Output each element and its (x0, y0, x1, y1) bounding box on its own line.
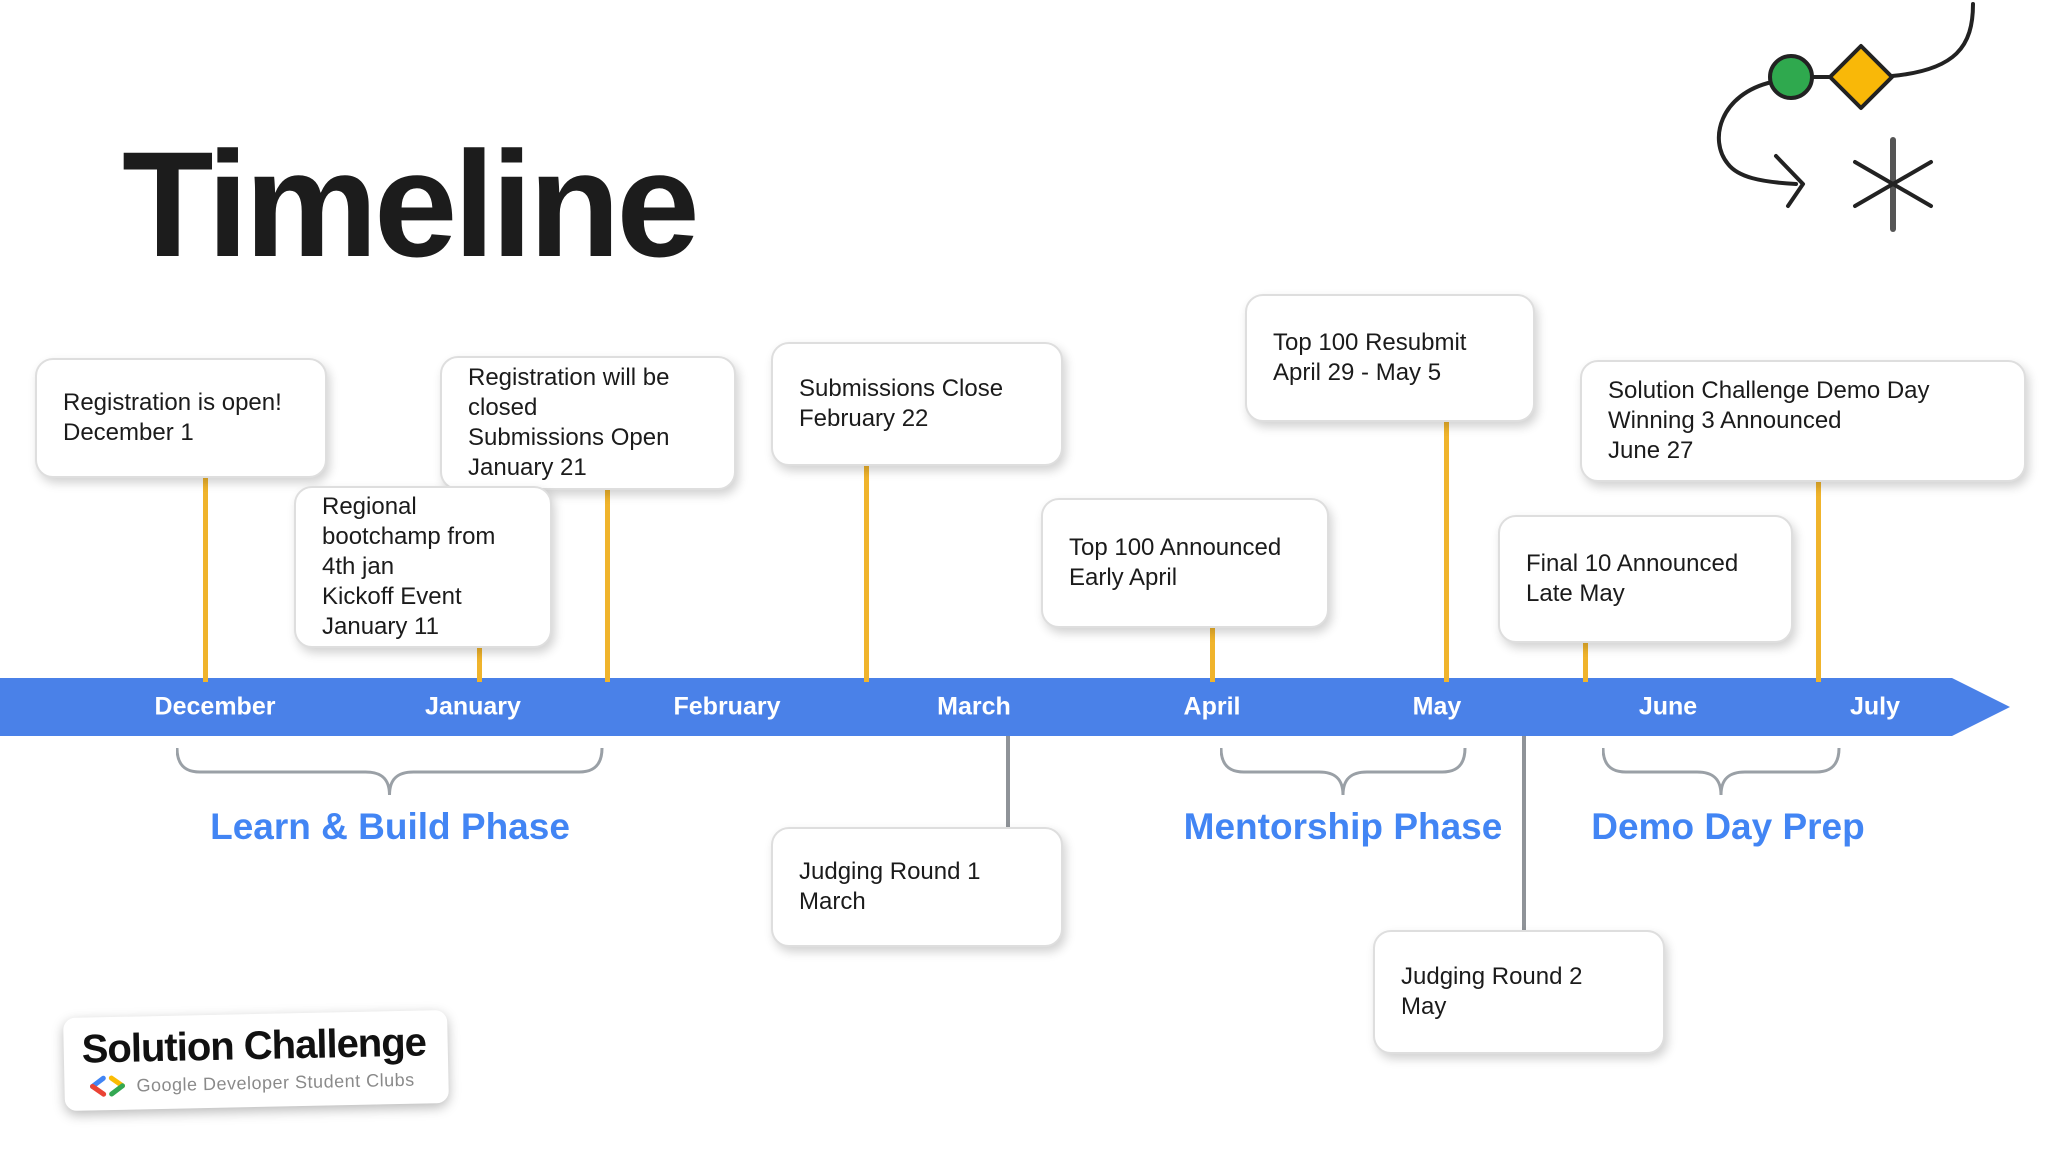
month-label-july: July (1849, 692, 1901, 721)
gdsc-brackets-icon (90, 1075, 126, 1097)
brace-path (1602, 748, 1841, 796)
month-label-june: June (1638, 692, 1698, 721)
connector-registration-open (203, 478, 208, 682)
connector-judging-round-1 (1006, 736, 1010, 827)
phase-brace-mentorship (1220, 748, 1467, 796)
timeline-bar: December January February March April May June… (0, 678, 2010, 736)
brace-path (176, 748, 604, 796)
event-box-judging-round-1: Judging Round 1 March (771, 827, 1063, 947)
logo-title: Solution Challenge (81, 1020, 427, 1072)
event-text-line: June 27 (1608, 437, 1694, 464)
event-text-line: Submissions Close (799, 375, 1004, 402)
event-text-line: Final 10 Announced (1526, 550, 1739, 577)
event-box-registration-open: Registration is open! December 1 (35, 358, 327, 478)
event-text-line: 4th jan (322, 553, 395, 580)
event-text-line: February 22 (799, 405, 929, 432)
event-text-line: Regional (322, 493, 417, 520)
brace-path (1220, 748, 1467, 796)
event-text-line: Top 100 Announced (1069, 534, 1282, 561)
connector-judging-round-2 (1522, 736, 1526, 930)
event-text-line: Submissions Open (468, 424, 670, 451)
connector-demo-day (1816, 482, 1821, 682)
event-text-line: January 21 (468, 454, 587, 481)
connector-top100-resubmit (1444, 422, 1449, 682)
phase-brace-learn-build (176, 748, 604, 796)
solution-challenge-logo: Solution Challenge Google Developer Stud… (63, 1009, 450, 1112)
circle-icon (1768, 54, 1814, 100)
event-text-line: Judging Round 2 (1401, 963, 1583, 990)
event-text-line: Judging Round 1 (799, 858, 981, 885)
event-text-line: April 29 - May 5 (1273, 359, 1442, 386)
event-text-line: Winning 3 Announced (1608, 407, 1842, 434)
phase-label-demo-day-prep: Demo Day Prep (1591, 806, 1865, 847)
arrowhead-icon (1774, 154, 1805, 208)
page-title: Timeline (122, 120, 700, 288)
doodle-curve-top (1890, 2, 1975, 78)
decorative-doodle (1716, 2, 1975, 232)
asterisk-icon (1853, 137, 1933, 232)
event-text-line: Late May (1526, 580, 1625, 607)
event-text-line: Solution Challenge Demo Day (1608, 377, 1930, 404)
doodle-curve-left-arrow (1716, 80, 1798, 186)
event-text-line: bootchamp from (322, 523, 496, 550)
event-text-line: May (1401, 993, 1447, 1020)
connector-final10-announced (1583, 643, 1588, 682)
event-text-line: closed (468, 394, 538, 421)
event-box-judging-round-2: Judging Round 2 May (1373, 930, 1665, 1054)
month-label-may: May (1412, 692, 1462, 721)
event-text-line: Registration will be (468, 364, 670, 391)
phase-label-learn-build: Learn & Build Phase (210, 806, 570, 847)
event-text-line: Top 100 Resubmit (1273, 329, 1467, 356)
month-label-february: February (673, 692, 781, 721)
connector-registration-closed (605, 490, 610, 682)
event-text-line: Early April (1069, 564, 1178, 591)
event-text-line: December 1 (63, 419, 194, 446)
phase-brace-demo-day-prep (1602, 748, 1841, 796)
phase-label-mentorship: Mentorship Phase (1183, 806, 1503, 847)
event-text-line: January 11 (322, 613, 439, 640)
connector-regional-bootcamp (477, 648, 482, 682)
month-label-december: December (154, 692, 276, 721)
connector-submissions-close (864, 466, 869, 682)
logo-subtitle: Google Developer Student Clubs (136, 1069, 415, 1096)
diamond-icon (1828, 44, 1894, 110)
month-label-april: April (1183, 692, 1241, 721)
connector-top100-announced (1210, 628, 1215, 682)
month-label-march: March (937, 692, 1011, 721)
event-text-line: March (799, 888, 866, 915)
month-label-january: January (425, 692, 521, 721)
event-text-line: Kickoff Event (322, 583, 462, 610)
event-text-line: Registration is open! (63, 389, 282, 416)
